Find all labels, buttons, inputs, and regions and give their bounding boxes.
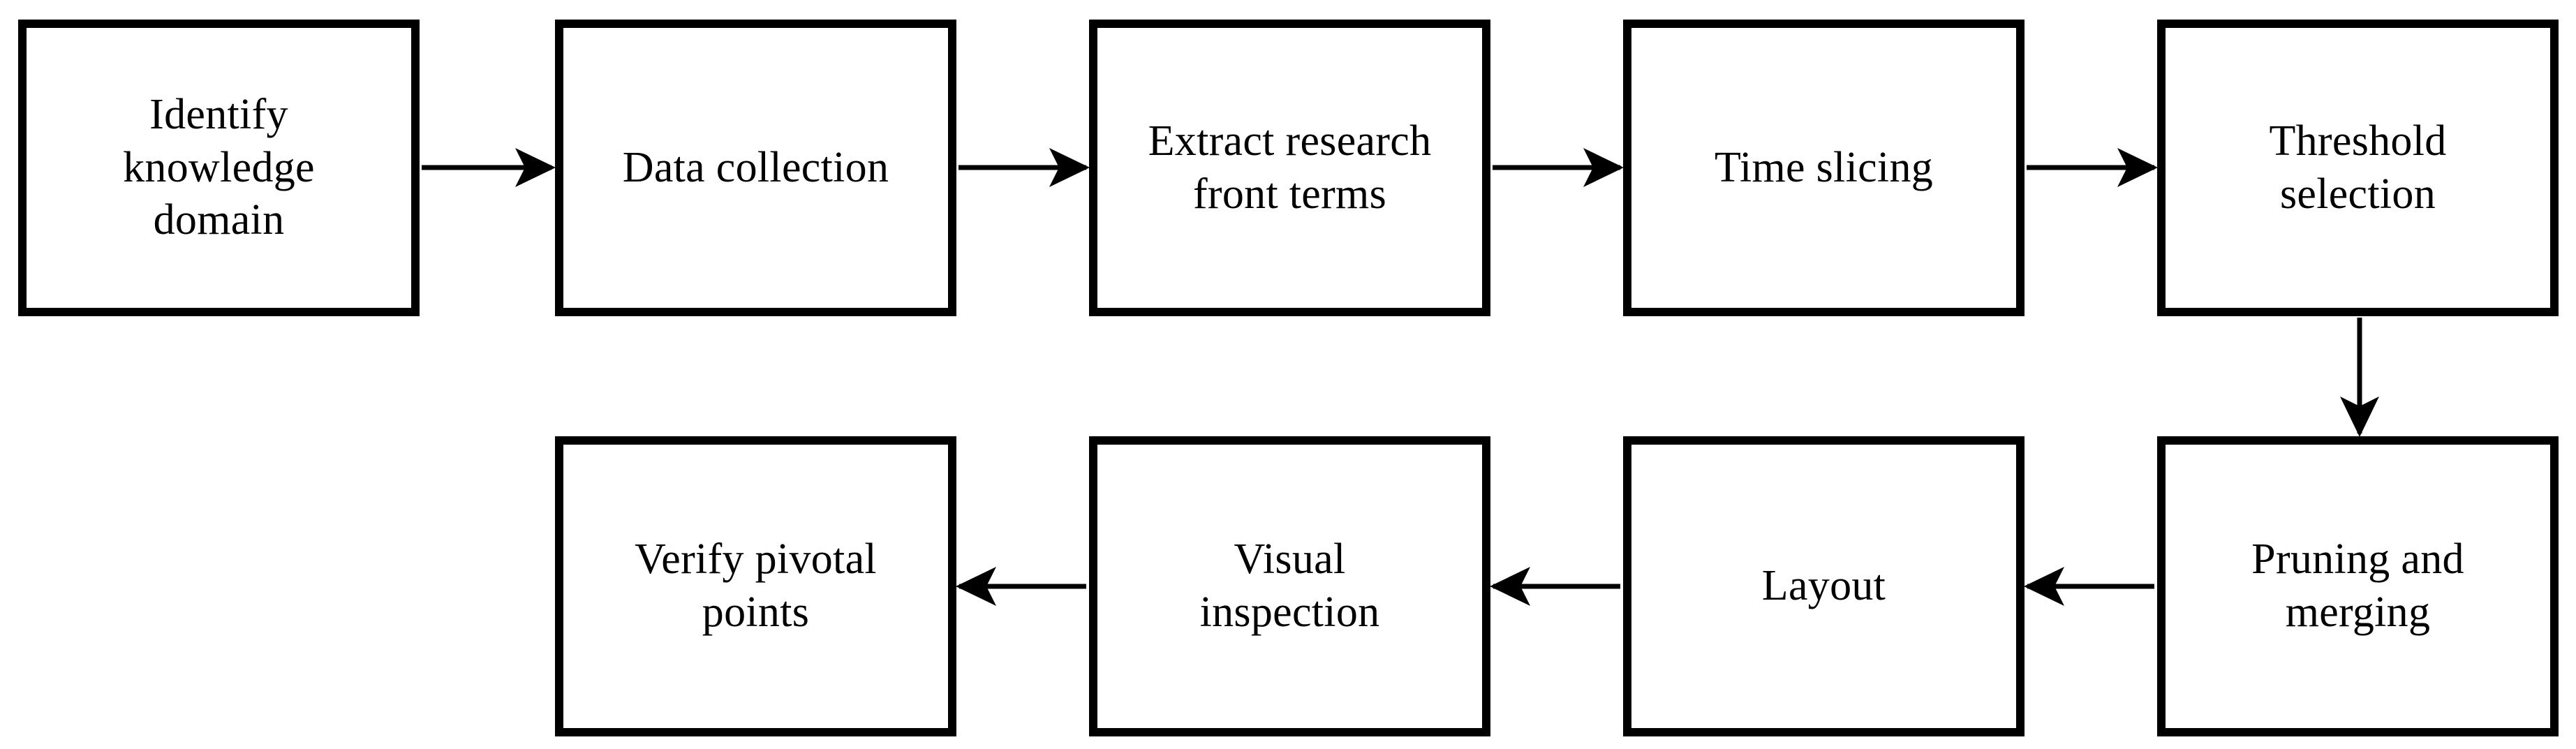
node-pruning-and-merging[interactable]: Pruning and merging [2157, 436, 2559, 736]
edge-data-collection-to-extract-terms [958, 148, 1090, 187]
edge-identify-to-data-collection [422, 148, 556, 187]
node-label-threshold-selection: Threshold selection [2269, 117, 2447, 218]
edge-layout-to-visual-inspection [1490, 567, 1620, 606]
edge-threshold-selection-to-pruning-merging [2340, 318, 2379, 437]
node-label-data-collection: Data collection [622, 143, 889, 191]
node-label-time-slicing: Time slicing [1714, 143, 1934, 191]
node-label-extract-research-front-terms: Extract research front terms [1148, 117, 1432, 218]
node-label-layout: Layout [1761, 562, 1886, 610]
node-extract-research-front-terms[interactable]: Extract research front terms [1089, 20, 1490, 316]
edge-extract-terms-to-time-slicing [1493, 148, 1624, 187]
node-threshold-selection[interactable]: Threshold selection [2157, 20, 2559, 316]
node-label-visual-inspection: Visual inspection [1199, 535, 1380, 636]
edge-visual-inspection-to-verify-pivotal-points [956, 567, 1086, 606]
node-verify-pivotal-points[interactable]: Verify pivotal points [555, 436, 956, 736]
node-label-pruning-and-merging: Pruning and merging [2251, 535, 2464, 636]
node-data-collection[interactable]: Data collection [555, 20, 956, 316]
node-identify-knowledge-domain[interactable]: Identify knowledge domain [18, 20, 420, 316]
node-time-slicing[interactable]: Time slicing [1623, 20, 2024, 316]
node-layout[interactable]: Layout [1623, 436, 2024, 736]
node-label-identify-knowledge-domain: Identify knowledge domain [123, 91, 315, 244]
node-visual-inspection[interactable]: Visual inspection [1089, 436, 1490, 736]
edge-pruning-merging-to-layout [2024, 567, 2154, 606]
node-label-verify-pivotal-points: Verify pivotal points [635, 535, 877, 636]
edge-time-slicing-to-threshold-selection [2027, 148, 2158, 187]
